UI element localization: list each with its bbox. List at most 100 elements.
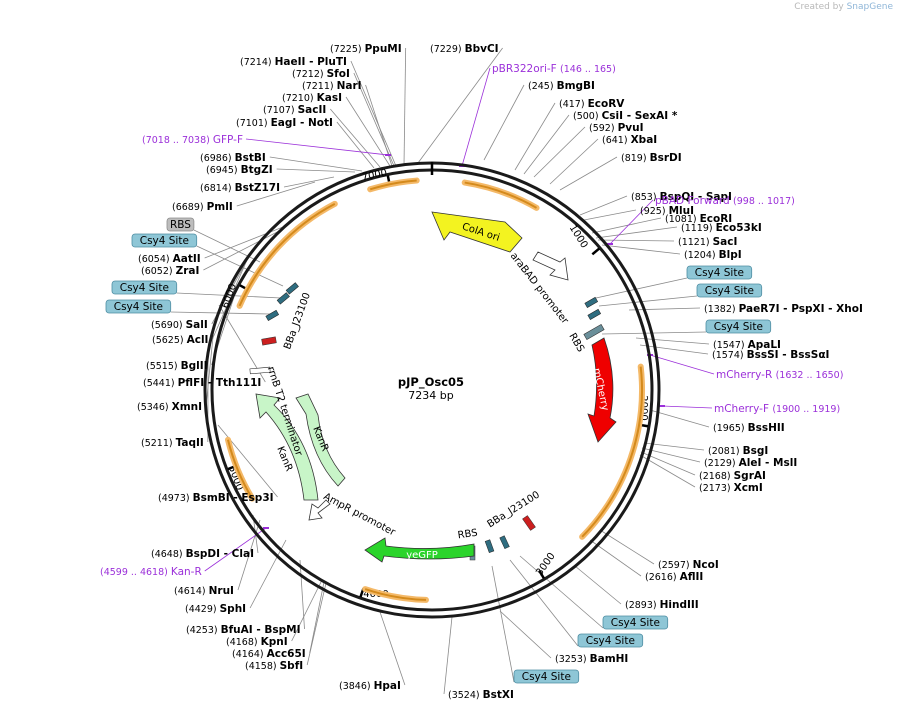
site-label-taqii: (5211) TaqII [141,437,204,449]
site-name: PmlI [207,201,233,213]
site-text: (245) BmgBI [528,80,595,92]
site-name: PvuI [618,122,644,134]
site-position: (4168) [226,637,261,648]
site-position: (7214) [240,57,275,68]
csy4-site-box: Csy4 Site [602,615,669,630]
site-text: (2173) XcmI [699,482,763,494]
site-name: BtgZI [241,164,273,176]
primer-leader [245,138,389,156]
site-position: (7210) [282,93,317,104]
primer-text: pBR322ori-F (146 .. 165) [492,63,616,75]
site-leader [643,442,705,451]
feature-arcs [224,177,645,603]
site-name: AflII [680,571,704,583]
csy4-site-box: Csy4 Site [111,280,178,295]
site-leader [205,326,215,407]
site-position: (2129) [704,458,739,469]
site-position: (2616) [645,572,680,583]
csy4-site-box: Csy4 Site [686,265,753,280]
leader-lines [170,47,715,695]
site-text: (2129) AleI - MslI [704,457,797,469]
site-leader [203,228,284,271]
box-leader [601,331,707,335]
site-name: AleI [739,457,762,469]
site-position: (7107) [263,105,298,116]
site-leader [523,114,570,175]
site-leader [350,60,397,167]
site-position: (6945) [206,165,241,176]
site-name: BglII [181,360,208,372]
site-label-bsrdi: (819) BsrDI [621,152,682,164]
site-text: (6814) BstZ17I [200,182,280,194]
primer-text: (7018 .. 7038) GFP-F [142,134,243,146]
site-position: (1081) [665,214,700,225]
site-name: Eco53kI [716,222,762,234]
site-label-bspdi: (4648) BspDI - ClaI [151,548,254,560]
site-name: BssSI [747,349,779,361]
site-text: (4648) BspDI - ClaI [151,548,254,560]
site-name-extra: - NotI [296,117,333,129]
arc-left [238,202,336,307]
site-label-bbvci: (7229) BbvCI [430,43,499,55]
site-position: (853) [631,192,660,203]
arabad-promoter-arrow [532,251,569,281]
site-name-extra: - MslI [761,457,797,469]
box-text: Csy4 Site [714,321,763,333]
site-text: (6986) BstBI [200,152,266,164]
site-position: (2081) [708,446,743,457]
site-name: MluI [669,205,694,217]
site-label-nari: (7211) NarI [302,80,362,92]
site-position: (4158) [245,661,280,672]
site-label-bspqi: (853) BspQI - SapI [631,191,732,203]
site-leader [514,102,556,171]
site-name: XmnI [172,401,202,413]
site-name: TaqII [176,437,204,449]
csy4-mark-a [584,296,599,308]
site-label-pvui: (592) PvuI [589,122,644,134]
site-text: (853) BspQI - SapI [631,191,732,203]
primer-leader [661,405,713,409]
site-text: (819) BsrDI [621,152,682,164]
site-label-bglii: (5515) BglII [146,360,208,372]
primer-leader [649,354,715,375]
site-leader [597,239,675,242]
site-label-hpai: (3846) HpaI [339,680,401,692]
site-name: HindIII [660,599,699,611]
site-label-kpni: (4168) KpnI [226,636,288,648]
site-name: AatII [173,253,201,265]
site-label-bsssi: (1574) BssSI - BssSαI [712,349,829,361]
site-text: (4614) NruI [174,585,234,597]
primer-leader [461,67,491,167]
site-text: (1547) ApaLI [713,339,781,351]
site-name-extra: - Esp3I [230,492,274,504]
site-text: (2168) SgrAI [699,470,766,482]
site-position: (5515) [146,361,181,372]
site-name: PpuMI [365,43,402,55]
site-leader [269,156,363,172]
site-position: (4973) [158,493,193,504]
site-name: BlpI [719,249,742,261]
site-label-xbai: (641) XbaI [602,134,657,146]
site-text: (4164) Acc65I [232,648,306,660]
site-leader [329,108,381,168]
site-name: BstBI [235,152,266,164]
site-leader [595,226,678,239]
site-labels: (7225) PpuMI(7229) BbvCI(7214) HaeII - P… [137,43,863,701]
site-name: BstXI [483,689,514,701]
site-label-blpi: (1204) BlpI [684,249,742,261]
site-position: (6986) [200,153,235,164]
site-text: (5690) SalI [151,319,208,331]
site-label-haeii: (7214) HaeII - PluTI [240,56,347,68]
site-position: (4648) [151,549,186,560]
site-leader [365,84,393,167]
site-name: HpaI [374,680,401,692]
site-text: (2597) NcoI [658,559,719,571]
site-name-extra: - BssSαI [779,349,830,361]
site-text: (5346) XmnI [137,401,202,413]
box-leader [519,555,604,629]
ampr-promoter-arrow [308,499,331,521]
site-label-bstxi: (3524) BstXI [448,689,514,701]
site-position: (2173) [699,483,734,494]
csy4-site-box: Csy4 Site [105,299,172,314]
